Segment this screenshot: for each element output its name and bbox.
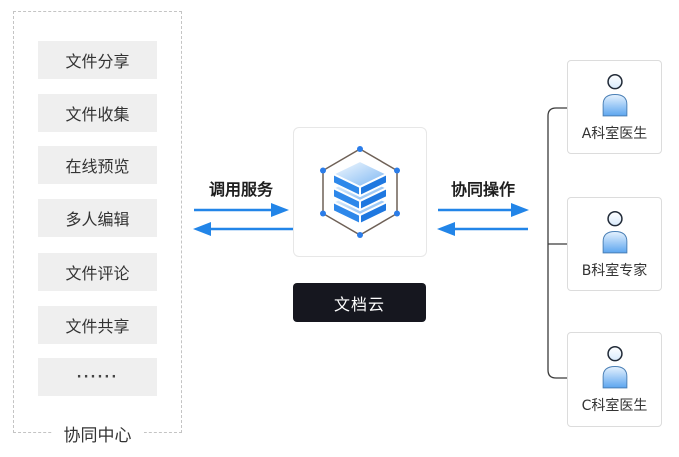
- call-service-label: 调用服务: [208, 180, 273, 199]
- service-item-file-share: 文件共享: [38, 306, 157, 344]
- person-icon: [602, 73, 627, 116]
- participant-label: B科室专家: [581, 262, 648, 279]
- participant-label: C科室医生: [581, 398, 648, 414]
- participant-card-c: C科室医生: [567, 332, 662, 427]
- participant-card-b: B科室专家: [567, 197, 662, 291]
- service-item-multi-editing: 多人编辑: [38, 199, 157, 237]
- connector-bracket: [547, 107, 568, 379]
- collab-center-label: 协同中心: [51, 421, 144, 446]
- service-item-more: ······: [38, 358, 157, 396]
- participant-label: A科室医生: [581, 125, 648, 142]
- participant-card-a: A科室医生: [567, 60, 662, 154]
- person-icon: [602, 346, 627, 389]
- arrow-left-icon: [437, 222, 528, 236]
- service-item-file-collection: 文件收集: [38, 94, 157, 132]
- arrow-right-icon: [438, 203, 529, 217]
- service-item-online-preview: 在线预览: [38, 146, 157, 184]
- hexagon-stack-icon: [320, 146, 400, 238]
- service-item-file-comments: 文件评论: [38, 253, 157, 291]
- collab-operation-label: 协同操作: [450, 180, 515, 199]
- collab-center-panel: 文件分享 文件收集 在线预览 多人编辑 文件评论 文件共享 ······ 协同中…: [13, 11, 182, 446]
- person-icon: [602, 210, 627, 253]
- arrow-left-icon: [193, 222, 296, 236]
- arrow-right-icon: [194, 203, 289, 217]
- service-item-file-sharing: 文件分享: [38, 41, 157, 79]
- collab-operation-link: 协同操作: [437, 176, 529, 238]
- call-service-link: 调用服务: [193, 176, 296, 238]
- document-cloud-card: [293, 127, 427, 257]
- document-cloud-badge: 文档云: [293, 283, 426, 322]
